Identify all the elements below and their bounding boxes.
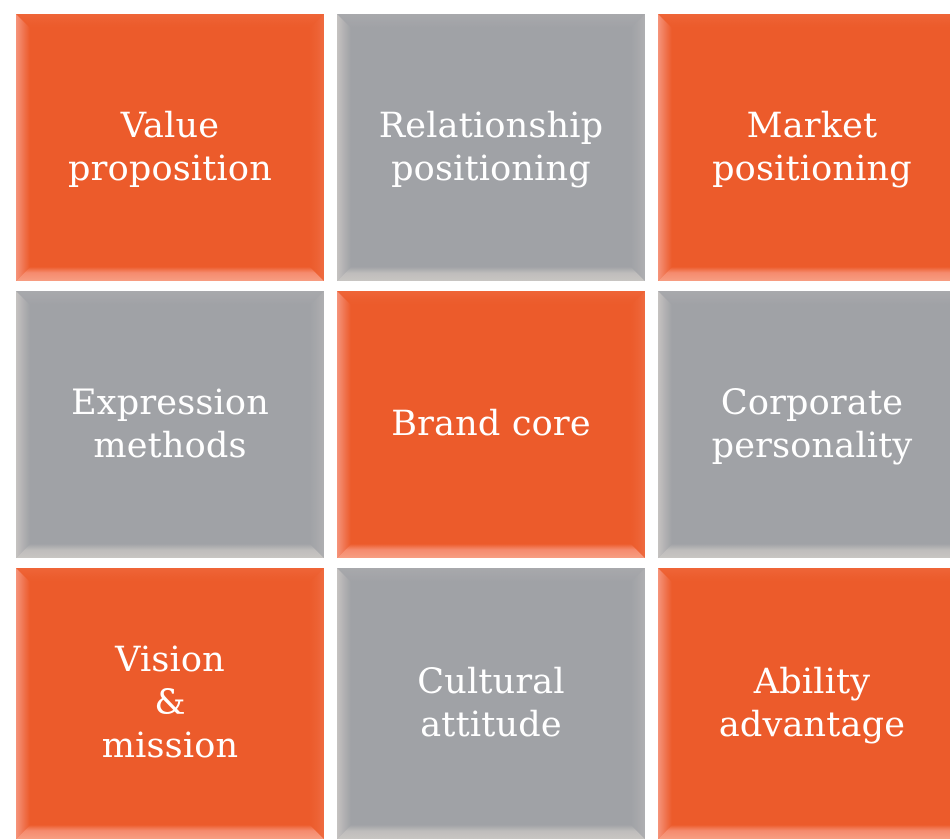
tile-bevel-top [658,291,950,305]
tile-bevel-right [631,14,645,281]
tile-bevel-top [16,568,324,582]
tile-bevel-right [310,291,324,558]
tile-bevel-top [16,14,324,28]
tile-bevel-left [337,291,351,558]
tile-corporate-personality[interactable]: Corporate personality [658,291,950,558]
tile-label: Cultural attitude [417,661,565,745]
tile-expression-methods[interactable]: Expression methods [16,291,324,558]
tile-cultural-attitude[interactable]: Cultural attitude [337,568,645,839]
tile-inner-panel [30,582,310,825]
tile-label: Relationship positioning [378,105,604,189]
tile-inner-panel [351,28,631,267]
tile-bevel-bottom [16,267,324,281]
tile-bevel-left [658,291,672,558]
tile-bevel-right [310,14,324,281]
tile-bevel-bottom [16,544,324,558]
tile-inner-panel [672,582,950,825]
tile-bevel-bottom [337,544,645,558]
tile-bevel-top [337,14,645,28]
tile-label: Vision & mission [101,640,239,766]
tile-bevel-left [337,568,351,839]
tile-bevel-bottom [337,825,645,839]
tile-bevel-bottom [658,825,950,839]
tile-bevel-left [337,14,351,281]
tile-label: Corporate personality [711,382,913,466]
tile-brand-core[interactable]: Brand core [337,291,645,558]
tile-bevel-right [310,568,324,839]
tile-label: Brand core [391,404,591,445]
tile-inner-panel [672,28,950,267]
tile-bevel-bottom [337,267,645,281]
tile-label: Market positioning [712,105,912,189]
tile-bevel-left [658,14,672,281]
tile-bevel-top [337,568,645,582]
tile-bevel-bottom [658,267,950,281]
tile-inner-panel [351,305,631,544]
tile-inner-panel [672,305,950,544]
tile-bevel-right [631,291,645,558]
tile-label: Ability advantage [718,661,906,745]
tile-value-proposition[interactable]: Value proposition [16,14,324,281]
tile-inner-panel [351,582,631,825]
tile-bevel-right [631,568,645,839]
tile-bevel-left [16,14,30,281]
tile-bevel-top [658,568,950,582]
tile-bevel-bottom [16,825,324,839]
tile-market-positioning[interactable]: Market positioning [658,14,950,281]
tile-inner-panel [30,305,310,544]
tile-ability-advantage[interactable]: Ability advantage [658,568,950,839]
tile-label: Value proposition [68,105,272,189]
tile-bevel-left [16,568,30,839]
tile-vision-and-mission[interactable]: Vision & mission [16,568,324,839]
tile-bevel-left [658,568,672,839]
tile-bevel-bottom [658,544,950,558]
tile-bevel-top [337,291,645,305]
tile-inner-panel [30,28,310,267]
tile-relationship-positioning[interactable]: Relationship positioning [337,14,645,281]
tile-bevel-left [16,291,30,558]
tile-bevel-top [658,14,950,28]
tile-label: Expression methods [71,382,269,466]
tile-bevel-top [16,291,324,305]
